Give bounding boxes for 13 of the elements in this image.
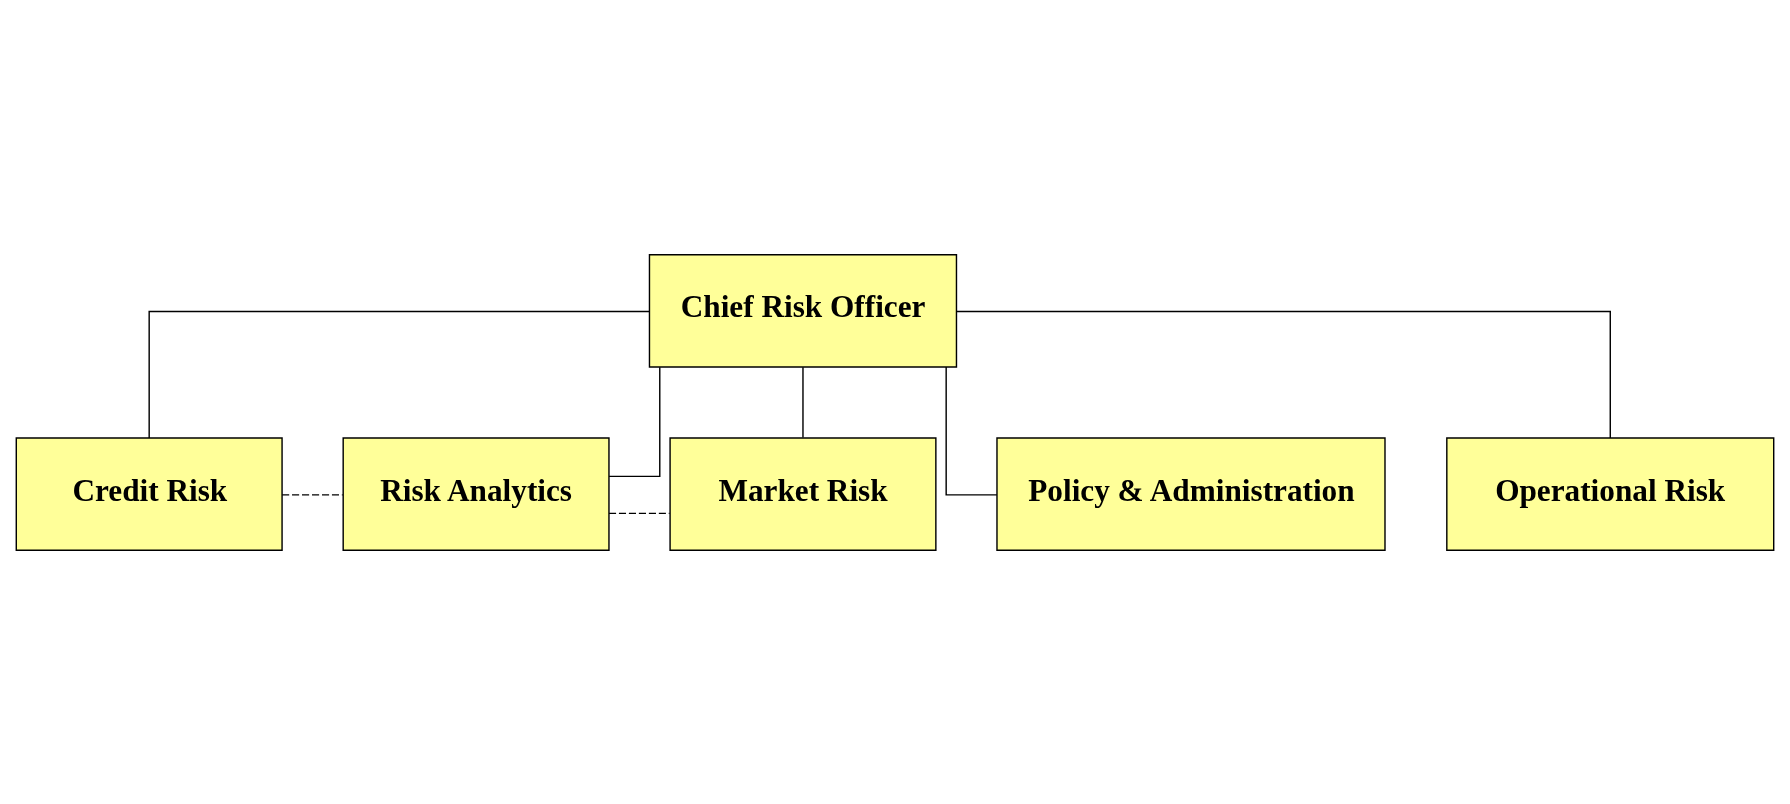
node-box: Operational Risk <box>1446 436 1775 551</box>
node-box: Policy & Administration <box>996 436 1386 551</box>
node-box: Risk Analytics <box>342 436 610 551</box>
node-box: Credit Risk <box>15 436 283 551</box>
connector <box>148 310 650 439</box>
node-box: Market Risk <box>669 436 937 551</box>
connector <box>945 365 998 496</box>
connector <box>608 366 661 477</box>
connector <box>956 310 1611 439</box>
connector <box>281 493 344 496</box>
connector <box>802 366 804 438</box>
connector <box>608 512 671 514</box>
node-box: Chief Risk Officer <box>648 253 958 368</box>
